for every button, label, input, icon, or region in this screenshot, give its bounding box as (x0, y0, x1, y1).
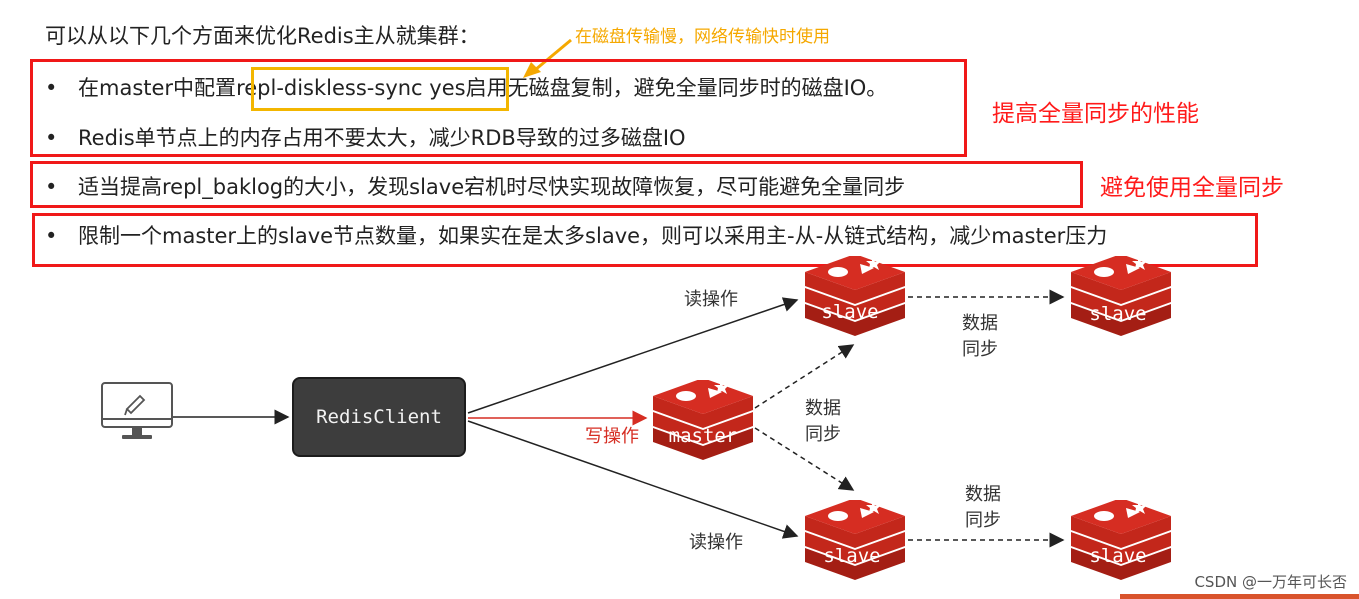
redis-slave-node-top: slave (805, 256, 905, 336)
bullet-dot: • (45, 224, 58, 248)
slave-label: slave (821, 301, 878, 323)
red-box-group3 (32, 213, 1258, 267)
master-label: master (669, 425, 738, 447)
bullet-text: Redis单节点上的内存占用不要太大，减少RDB导致的过多磁盘IO (78, 126, 686, 150)
bullet-diskless-sync: • 在master中配置repl-diskless-sync yes启用无磁盘复制… (45, 72, 887, 102)
redis-stack-icon (805, 256, 905, 336)
slave-label: slave (823, 545, 880, 567)
bullet-dot: • (45, 76, 58, 100)
label-sync-top: 数据 同步 (962, 313, 998, 360)
note-arrow (523, 38, 572, 78)
redis-stack-icon (1071, 256, 1171, 336)
slave-label: slave (1089, 303, 1146, 325)
bullet-slave-limit: • 限制一个master上的slave节点数量，如果实在是太多slave，则可以采… (45, 220, 1107, 250)
arrow-sync-master-top (754, 344, 855, 409)
bullet-text-before: 在master中配置 (78, 76, 237, 100)
bullet-text: 适当提高repl_baklog的大小，发现slave宕机时尽快实现故障恢复，尽可… (78, 175, 906, 199)
watermark: CSDN @一万年可长否 (1194, 573, 1347, 591)
bullet-dot: • (45, 175, 58, 199)
label-sync-bottom: 数据 同步 (965, 484, 1001, 531)
footer-accent-bar (1120, 594, 1359, 599)
label-read-top: 读操作 (684, 289, 738, 310)
label-read-bottom: 读操作 (689, 532, 743, 553)
redis-stack-icon (805, 500, 905, 580)
slave-label: slave (1089, 545, 1146, 567)
redis-slave-node-chain-bottom: slave (1071, 500, 1171, 580)
red-box-group1 (30, 59, 967, 157)
redis-master-node: master (653, 380, 753, 460)
label-write: 写操作 (585, 426, 639, 447)
arrow-sync-master-bottom (754, 427, 855, 491)
diskless-note: 在磁盘传输慢，网络传输快时使用 (575, 27, 830, 47)
red-box-group2 (30, 161, 1083, 208)
highlight-box-diskless (251, 67, 509, 111)
bullet-highlight: repl-diskless-sync yes (236, 76, 466, 100)
bullet-dot: • (45, 126, 58, 150)
redis-stack-icon (1071, 500, 1171, 580)
bullet-text: 限制一个master上的slave节点数量，如果实在是太多slave，则可以采用… (78, 224, 1108, 248)
arrow-read-top (467, 297, 799, 414)
bullet-memory: • Redis单节点上的内存占用不要太大，减少RDB导致的过多磁盘IO (45, 122, 686, 152)
note-full-sync-performance: 提高全量同步的性能 (992, 101, 1199, 127)
arrow-read-bottom (467, 420, 799, 539)
redis-slave-node-chain-top: slave (1071, 256, 1171, 336)
page-title: 可以从以下几个方面来优化Redis主从就集群： (45, 24, 480, 48)
redis-stack-icon (653, 380, 753, 460)
note-avoid-full-sync: 避免使用全量同步 (1100, 175, 1284, 201)
label-sync-master: 数据 同步 (805, 398, 841, 445)
bullet-baklog: • 适当提高repl_baklog的大小，发现slave宕机时尽快实现故障恢复，尽… (45, 171, 905, 201)
redis-slave-node-bottom: slave (805, 500, 905, 580)
monitor-with-pencil-icon (101, 382, 173, 439)
redis-client-box: RedisClient (292, 377, 466, 457)
bullet-text-after: 启用无磁盘复制，避免全量同步时的磁盘IO。 (465, 76, 888, 100)
